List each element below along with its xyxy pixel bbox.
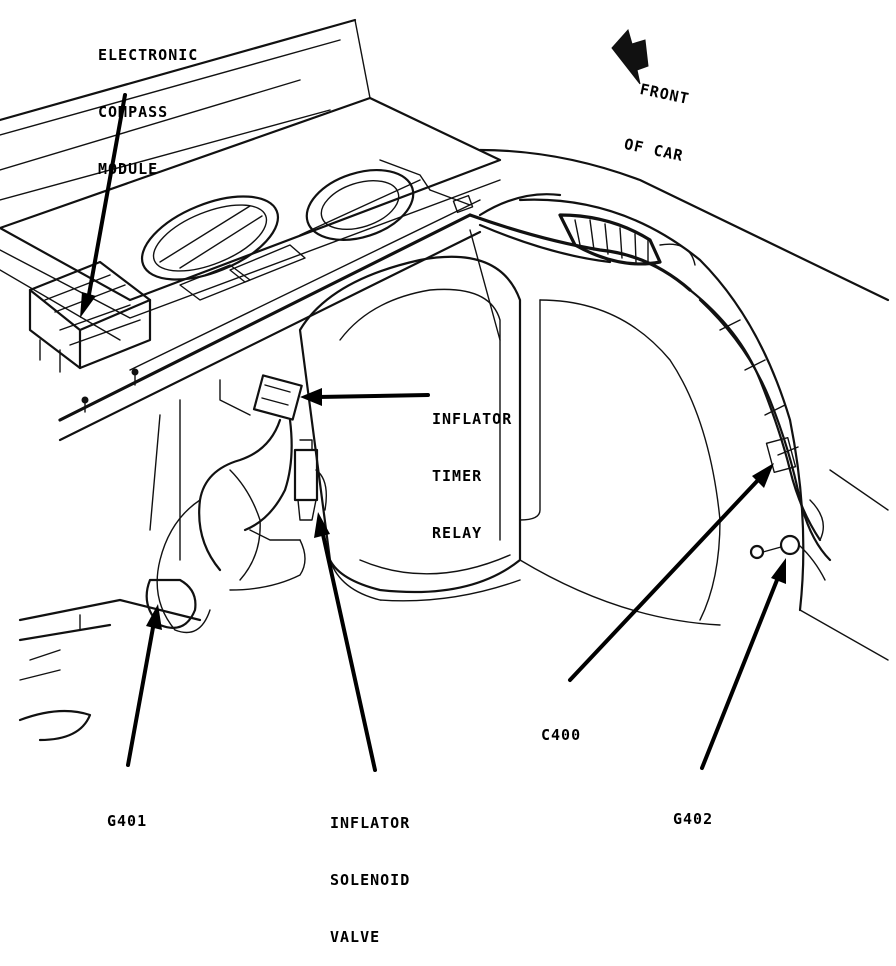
g401-label: G401	[107, 812, 148, 830]
quarter-panel	[478, 148, 890, 661]
floor-frame	[18, 399, 521, 742]
leader-compass	[80, 93, 127, 318]
c400-label: C400	[541, 726, 582, 744]
trunk-wiring-diagram: ELECTRONIC COMPASS MODULE FRONT OF CAR I…	[0, 18, 890, 946]
relay-area	[145, 374, 328, 634]
inflator-solenoid-valve-label: INFLATOR SOLENOID VALVE	[330, 814, 411, 946]
crossbar	[58, 193, 562, 442]
package-shelf	[0, 18, 502, 341]
leader-g402	[700, 558, 786, 770]
leader-solenoid	[314, 512, 377, 772]
inflator-timer-relay-label: INFLATOR TIMER RELAY	[432, 410, 513, 542]
compass-module-label: ELECTRONIC COMPASS MODULE	[98, 46, 199, 178]
spare-well	[299, 169, 421, 241]
wire-harness	[468, 213, 832, 562]
leader-g401	[126, 604, 162, 767]
trunk-illustration	[0, 18, 890, 772]
shelf-details	[179, 159, 474, 301]
leader-timer-relay	[300, 388, 430, 406]
leader-c400	[568, 463, 774, 682]
wheel-house	[298, 229, 522, 594]
g402-ground-bolt	[749, 534, 826, 581]
speaker-opening	[140, 195, 280, 281]
g402-label: G402	[673, 810, 714, 828]
front-arrow	[611, 28, 649, 85]
